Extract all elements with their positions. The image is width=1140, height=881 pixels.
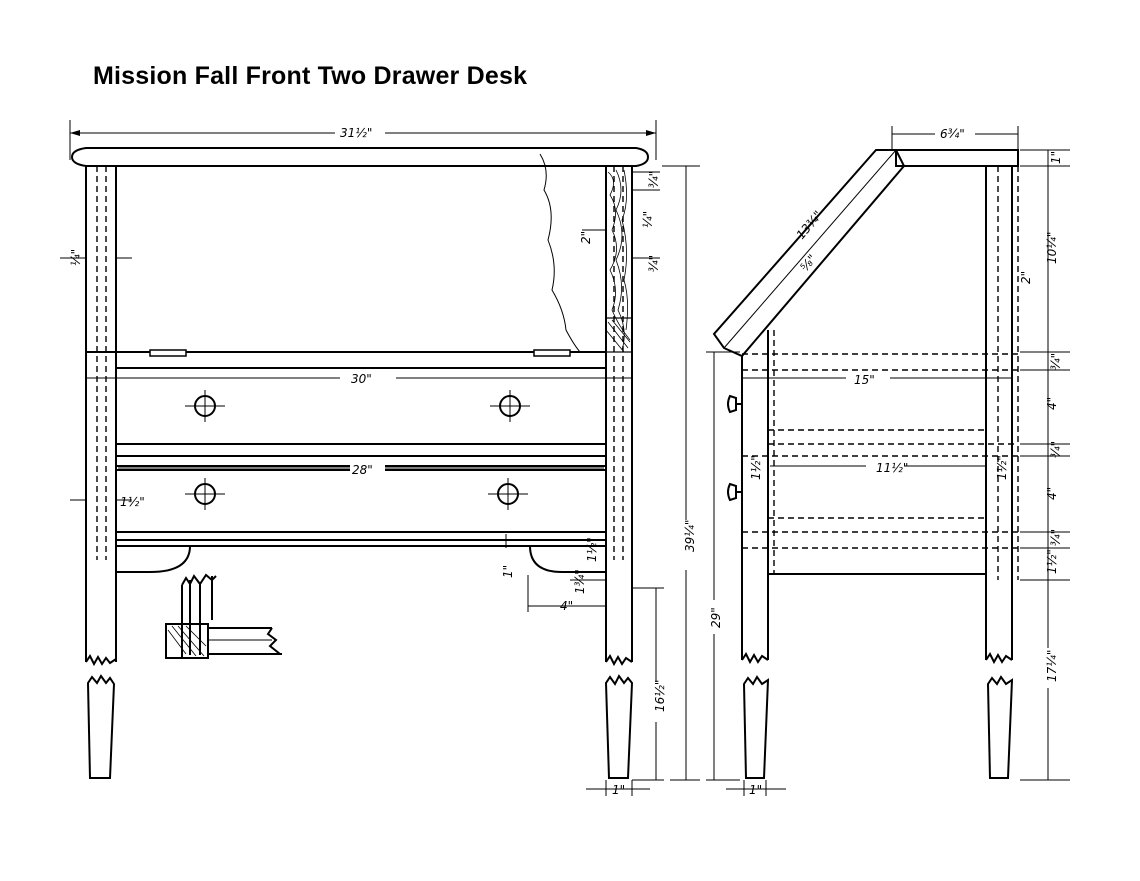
apron-height-label: 1½" — [585, 537, 599, 562]
side-top-label: 1" — [1049, 151, 1063, 164]
side-rail-a-label: ¾" — [1049, 353, 1063, 370]
desk-height-label: 29" — [709, 607, 723, 628]
front-leg-width-label: 1" — [612, 783, 625, 797]
leg-inset-label: 1½" — [120, 495, 145, 509]
overall-height-label: 39¼" — [683, 520, 697, 552]
side-top-depth-label: 6¾" — [940, 127, 965, 141]
rail-width-label: 2" — [579, 231, 593, 244]
side-view: 6¾" 13¾" ⅝" 15" 11½" — [712, 124, 1070, 797]
side-rail-b-label: ¾" — [1049, 441, 1063, 458]
panel-inset-label: ¼" — [69, 249, 83, 266]
side-drawer-b-label: 4" — [1045, 487, 1059, 500]
apron-small-label: 1¾" — [573, 569, 587, 594]
side-inner-depth-label: 11½" — [876, 461, 908, 475]
height-dimensions: 39¼" 29" — [662, 165, 740, 781]
joint-detail — [165, 573, 282, 659]
apron-curve-label: 4" — [560, 599, 573, 613]
side-leg-width-label: 1" — [749, 783, 762, 797]
lower-drawer-label: 28" — [352, 463, 373, 477]
side-left-stile-label: 1½" — [749, 455, 763, 480]
side-depth-label: 15" — [854, 373, 875, 387]
side-drawer-a-label: 4" — [1045, 397, 1059, 410]
side-upper-rail-label: 2" — [1019, 271, 1033, 284]
stile-section-hatch — [605, 169, 633, 353]
side-right-stile-label: 1½" — [995, 455, 1009, 480]
front-leg-height-label: 16½" — [653, 680, 667, 712]
side-upper-section-label: 10¼" — [1045, 232, 1059, 264]
side-bottom-rail-label: 1½" — [1045, 549, 1059, 574]
rail-thickness-label: ¾" — [647, 255, 661, 272]
inset-right-label: ¼" — [641, 211, 655, 228]
side-rail-c-label: ¾" — [1049, 529, 1063, 546]
front-width-label: 31½" — [340, 126, 372, 140]
top-thickness-label: ¾" — [647, 171, 661, 188]
page-title: Mission Fall Front Two Drawer Desk — [93, 62, 528, 90]
upper-drawer-label: 30" — [351, 372, 372, 386]
front-view: 31½" — [60, 120, 670, 797]
apron-notch-label: 1" — [501, 565, 515, 578]
side-leg-height-label: 17¼" — [1045, 650, 1059, 682]
